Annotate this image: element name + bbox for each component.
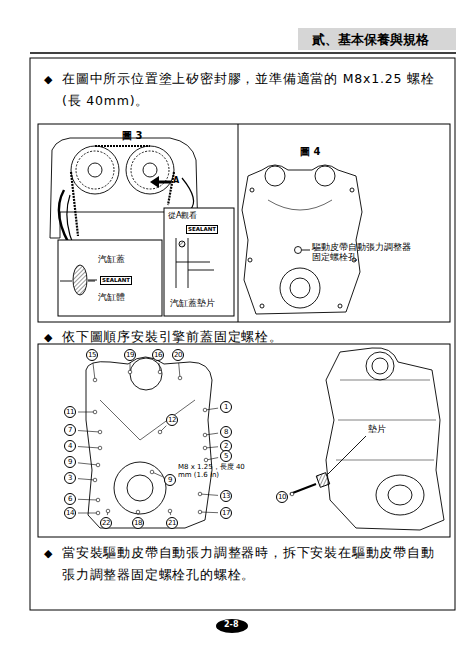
callout-number: 9 xyxy=(64,456,76,468)
callout-number: 22 xyxy=(100,517,112,529)
callout-number: 1 xyxy=(220,401,232,413)
callout-number: 20 xyxy=(172,349,184,361)
detail-inset: 汽缸蓋 SEALANT 汽缸體 xyxy=(58,240,162,316)
callout-number: 21 xyxy=(166,517,178,529)
callout-number: 4 xyxy=(64,440,76,452)
bolt-spec: M8 x 1.25，長度 40 mm (1.6 in) xyxy=(178,463,250,480)
header-title: 貳、基本保養與規格 xyxy=(312,32,429,47)
callout-number: 14 xyxy=(64,507,76,519)
inset-frame xyxy=(58,240,162,316)
bullet: ◆ xyxy=(44,73,52,86)
spacer-and-bolt xyxy=(290,436,366,494)
figure-frame xyxy=(38,124,450,537)
part-label: 墊片 xyxy=(368,424,386,434)
page-frame xyxy=(30,58,455,610)
sealant-joint-detail xyxy=(60,265,97,295)
callout-number: 7 xyxy=(64,424,76,436)
sealant-tag: SEALANT xyxy=(186,225,218,234)
callout-number: 17 xyxy=(220,507,232,519)
callout-number: 11 xyxy=(64,406,76,418)
page-badge xyxy=(216,619,248,633)
instruction-text: 依下圖順序安裝引擎前蓋固定螺栓。 xyxy=(62,326,444,348)
front-cover-side-view xyxy=(326,348,444,530)
callout-leader xyxy=(78,363,294,515)
callout-number: 10 xyxy=(276,491,288,503)
front-cover-front-view xyxy=(86,357,212,528)
figure-panel: 圖 3 汽缸蓋 SEALANT 汽缸體 從A觀看 SEALANT 汽缸蓋墊片 xyxy=(38,124,238,322)
sealant-tag: SEALANT xyxy=(100,276,132,285)
header-bar xyxy=(30,28,456,53)
gasket-view-detail xyxy=(176,238,214,288)
callout-number: 5 xyxy=(220,450,232,462)
callout-number: 19 xyxy=(124,349,136,361)
callout-number: 18 xyxy=(132,517,144,529)
part-label: 汽缸蓋 xyxy=(98,254,125,265)
bullet: ◆ xyxy=(44,331,52,344)
part-label: 汽缸蓋墊片 xyxy=(170,298,215,308)
front-cover-drawing xyxy=(242,165,362,314)
callout-number: 15 xyxy=(86,349,98,361)
figure-title: 圖 4 xyxy=(300,146,320,158)
callout-number: 13 xyxy=(220,490,232,502)
callout-number: 16 xyxy=(152,349,164,361)
detail-inset: 從A觀看 SEALANT 汽缸蓋墊片 xyxy=(164,208,234,316)
callout-number: 3 xyxy=(64,472,76,484)
page-number: 2-8 xyxy=(224,620,238,630)
instruction-text: 當安裝驅動皮帶自動張力調整器時，拆下安裝在驅動皮帶自動張力調整器固定螺栓孔的螺栓… xyxy=(62,542,444,586)
callout-number: 6 xyxy=(64,493,76,505)
part-label: 驅動皮帶自動張力調整器固定螺栓孔 xyxy=(312,242,416,262)
callout-number: 12 xyxy=(166,414,178,426)
figure-panel: 圖 4 驅動皮帶自動張力調整器固定螺栓孔 xyxy=(238,124,450,322)
callout-number: 9 xyxy=(164,474,176,486)
callout-number: 8 xyxy=(220,426,232,438)
instruction-text: 在圖中所示位置塗上矽密封膠，並準備適當的 M8x1.25 螺栓(長 40mm)。 xyxy=(62,68,444,112)
part-label: 從A觀看 xyxy=(168,211,197,221)
bullet: ◆ xyxy=(44,547,52,560)
view-arrow xyxy=(150,176,171,188)
view-letter: A xyxy=(173,176,179,186)
figure-title: 圖 3 xyxy=(122,130,142,142)
inset-frame xyxy=(164,208,234,316)
part-label: 汽缸體 xyxy=(98,292,125,303)
